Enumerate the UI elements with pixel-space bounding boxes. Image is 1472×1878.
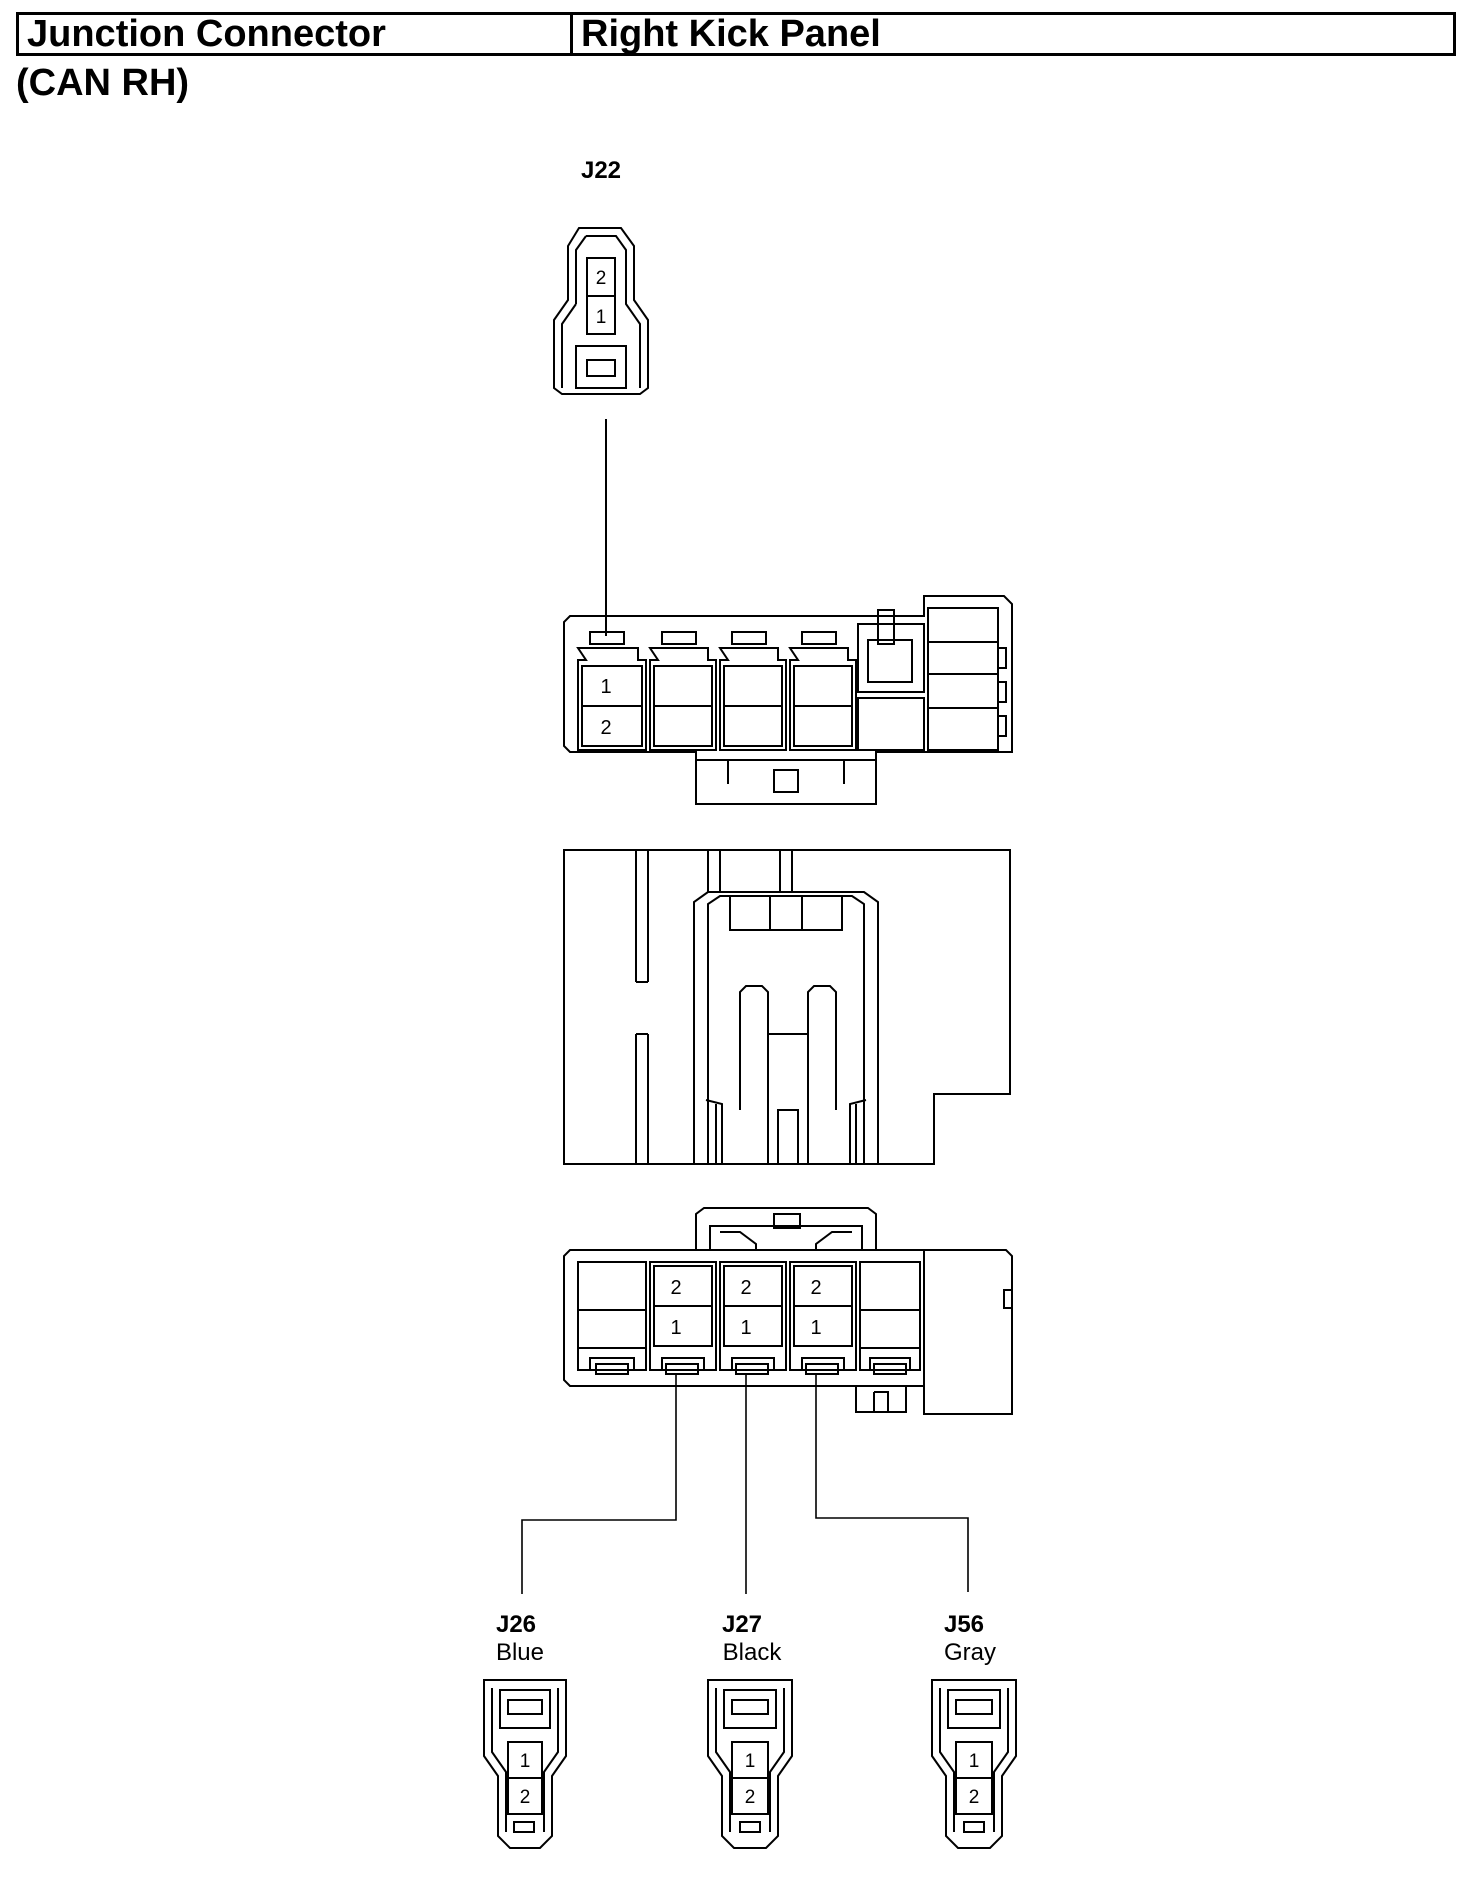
- front-cavity-1: 1 2: [576, 631, 647, 751]
- j56-color-label: Gray: [944, 1639, 996, 1666]
- rear-cavity-1: [577, 1261, 647, 1375]
- component-location: Right Kick Panel: [581, 12, 881, 55]
- front-pin-2-label: 2: [600, 717, 611, 739]
- j27-pin-2-label: 2: [745, 1787, 756, 1808]
- j26-color-label: Blue: [496, 1639, 544, 1666]
- front-cavity-3: [718, 631, 787, 751]
- j26-pin-2: [507, 1777, 543, 1815]
- lead-lines-bottom: [521, 1374, 969, 1594]
- j22-label: J22: [581, 157, 621, 184]
- front-pin-1-label: 1: [600, 676, 611, 698]
- rear-cavity-2: 2 1: [649, 1261, 717, 1375]
- j56-id-label: J56: [944, 1611, 984, 1638]
- rear-cavity-2-pin-bottom: [653, 1305, 713, 1347]
- j56-pin-1-label: 1: [969, 1751, 980, 1772]
- j26-pin-1-label: 1: [520, 1751, 531, 1772]
- front-cavity-4: [788, 631, 857, 751]
- front-side-terminals: [927, 607, 1007, 751]
- j27-pin-2: [731, 1777, 769, 1815]
- rear-cavity-4-top-label: 2: [810, 1277, 821, 1299]
- rear-cavity-3-bottom-label: 1: [740, 1317, 751, 1339]
- rear-cavity-4: 2 1: [789, 1261, 857, 1375]
- rear-cavity-4-pin-top: [793, 1265, 853, 1307]
- j22-pin-2-label: 2: [596, 268, 607, 289]
- j22-pin-1-label: 1: [596, 307, 607, 328]
- junction-block-front: 1 2: [563, 595, 1013, 805]
- subtitle: (CAN RH): [16, 62, 190, 104]
- rear-cavity-2-top-label: 2: [670, 1277, 681, 1299]
- front-cavity-2: [648, 631, 717, 751]
- j22-pin-1: [586, 295, 616, 335]
- junction-block-rear: 2 1 2 1 2 1: [563, 1207, 1013, 1415]
- rear-cavity-3-top-label: 2: [740, 1277, 751, 1299]
- j22-latch: [575, 345, 627, 389]
- title-header: Junction Connector Right Kick Panel: [16, 12, 1456, 56]
- j26-pin-2-label: 2: [520, 1787, 531, 1808]
- rear-cavity-3-pin-top: [723, 1265, 783, 1307]
- j27-color-label: Black: [723, 1639, 783, 1666]
- front-pin-1: [581, 665, 643, 707]
- connector-j22: J22 2 1: [553, 157, 649, 395]
- j56-pin-2-label: 2: [969, 1787, 980, 1808]
- junction-block-side-view: [563, 849, 1011, 1165]
- rear-cavity-4-bottom-label: 1: [810, 1317, 821, 1339]
- rear-cavity-3: 2 1: [719, 1261, 787, 1375]
- j26-id-label: J26: [496, 1611, 536, 1638]
- j56-pin-2: [955, 1777, 993, 1815]
- rear-cavity-2-pin-top: [653, 1265, 713, 1307]
- j56-lead-line: [815, 1374, 969, 1592]
- j27-id-label: J27: [722, 1611, 762, 1638]
- j26-lead-line: [521, 1374, 677, 1594]
- rear-cavity-4-pin-bottom: [793, 1305, 853, 1347]
- j27-pin-1-label: 1: [745, 1751, 756, 1772]
- connector-j27: J27 Black 1 2: [707, 1611, 793, 1849]
- connector-j26: J26 Blue 1 2: [483, 1611, 567, 1849]
- rear-cavity-5: [859, 1261, 921, 1375]
- component-name: Junction Connector: [19, 13, 573, 55]
- rear-cavity-3-pin-bottom: [723, 1305, 783, 1347]
- front-lock-cavity: [857, 609, 925, 751]
- front-pin-2: [581, 705, 643, 747]
- rear-cavity-2-bottom-label: 1: [670, 1317, 681, 1339]
- connector-j56: J56 Gray 1 2: [931, 1611, 1017, 1849]
